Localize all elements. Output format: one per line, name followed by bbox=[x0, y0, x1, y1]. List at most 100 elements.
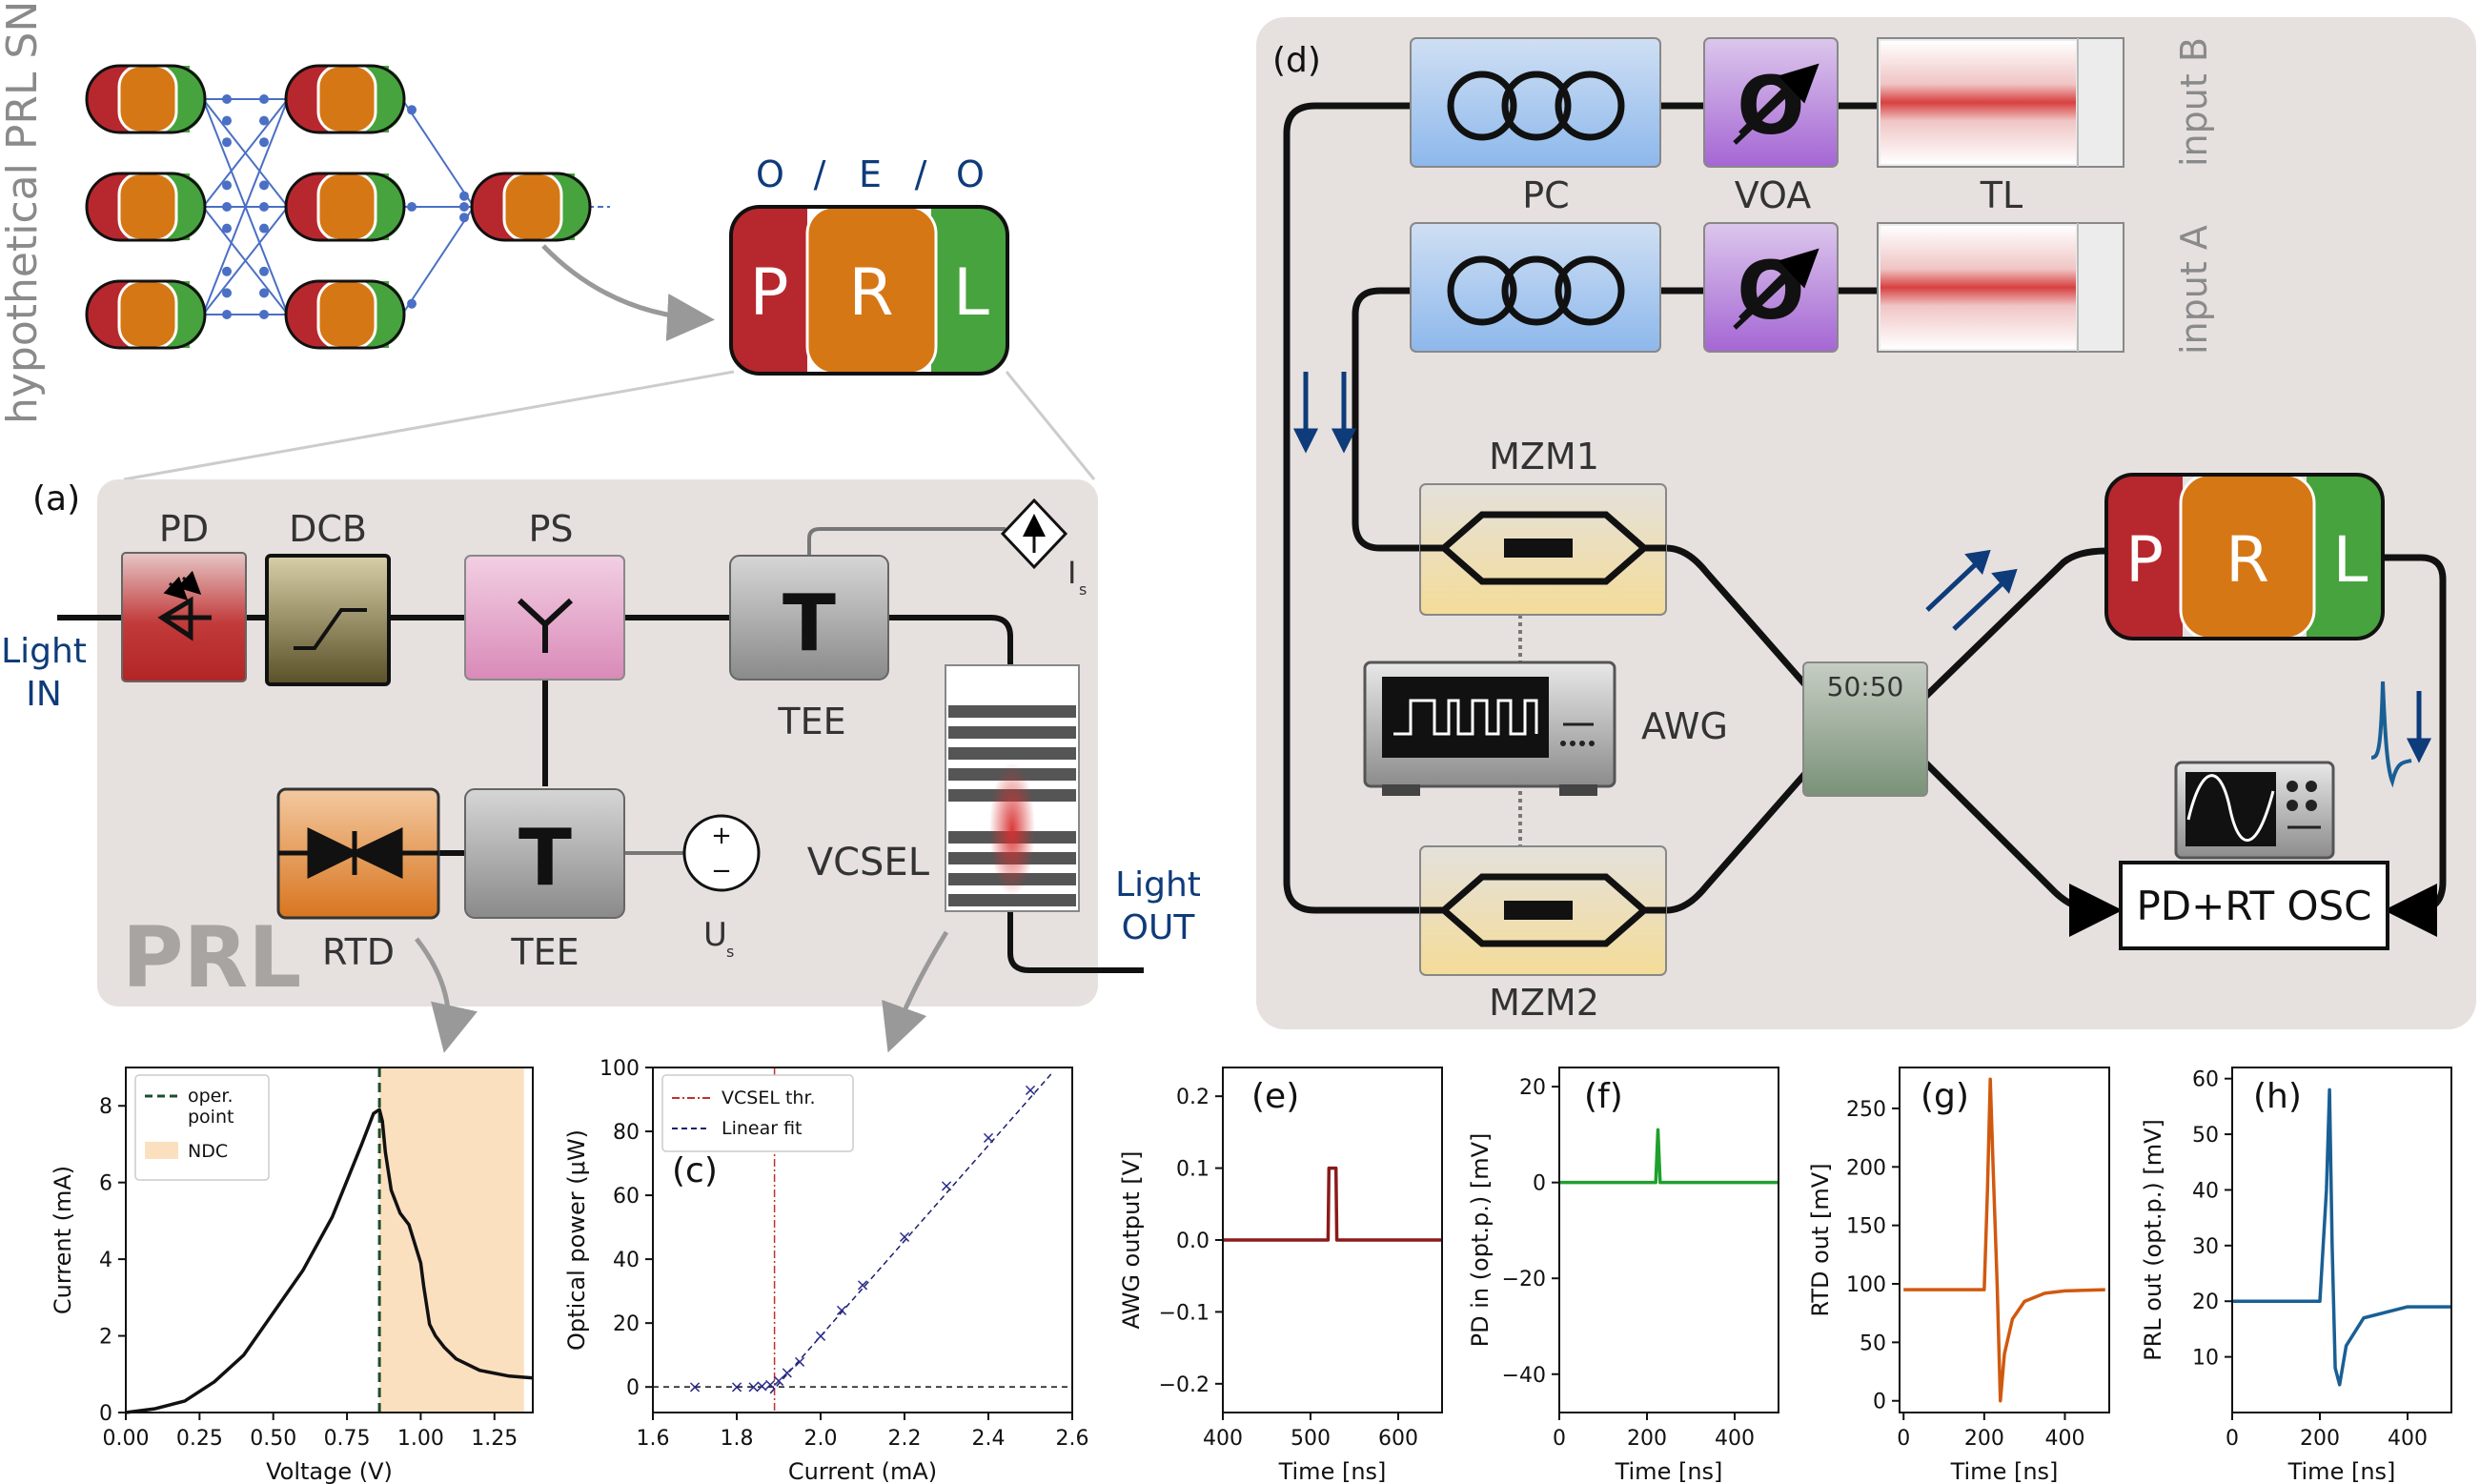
data-point: × bbox=[687, 1377, 701, 1397]
snn-to-prl-arrow bbox=[541, 244, 715, 341]
panel-tag: (f) bbox=[1584, 1077, 1623, 1116]
snn-neuron bbox=[284, 64, 406, 134]
y-tick-label: 4 bbox=[99, 1249, 112, 1272]
x-tick-label: 400 bbox=[1715, 1427, 1755, 1451]
y-tick-label: −40 bbox=[1502, 1364, 1546, 1388]
light-out-line2: OUT bbox=[1122, 908, 1196, 947]
x-tick-label: 400 bbox=[1203, 1427, 1243, 1451]
pc-label: PC bbox=[1522, 174, 1569, 216]
y-tick-label: 20 bbox=[613, 1312, 640, 1336]
y-tick-label: 0 bbox=[1533, 1172, 1546, 1196]
snn-synapse bbox=[259, 94, 269, 104]
oeo-o1: O bbox=[756, 153, 784, 195]
snn-synapse bbox=[459, 202, 469, 212]
y-tick-label: 40 bbox=[613, 1249, 640, 1272]
panel-tag: (h) bbox=[2253, 1077, 2302, 1116]
legend-oper-label-1: oper. bbox=[188, 1086, 233, 1107]
x-axis-label: Current (mA) bbox=[788, 1458, 937, 1484]
y-axis-label: Current (mA) bbox=[50, 1166, 76, 1314]
x-axis-label: Time [ns] bbox=[1278, 1458, 1387, 1484]
legend-fit-label: Linear fit bbox=[722, 1118, 803, 1139]
data-point: × bbox=[746, 1377, 761, 1397]
ps-label: PS bbox=[528, 508, 573, 550]
panel-d-tag: (d) bbox=[1272, 41, 1321, 80]
dcb-label: DCB bbox=[289, 508, 367, 550]
current-source-is bbox=[1000, 498, 1068, 570]
data-point: × bbox=[1023, 1080, 1037, 1100]
x-tick-label: 200 bbox=[1627, 1427, 1667, 1451]
snn-synapse bbox=[222, 223, 232, 234]
us-minus: − bbox=[711, 857, 732, 885]
legend-ndc-swatch bbox=[145, 1142, 178, 1159]
prl-watermark: PRL bbox=[122, 908, 301, 1006]
data-point: × bbox=[755, 1376, 769, 1396]
snn-edge bbox=[202, 98, 289, 315]
prl-d-p: P bbox=[2125, 523, 2164, 597]
rtd-block bbox=[276, 787, 440, 920]
y-axis-label: RTD out [mV] bbox=[1807, 1163, 1834, 1316]
zoom-line-left bbox=[123, 370, 735, 481]
y-tick-label: 0 bbox=[626, 1376, 640, 1400]
osc-label: PD+RT OSC bbox=[2136, 883, 2371, 929]
y-tick-label: 6 bbox=[99, 1172, 112, 1196]
x-tick-label: 400 bbox=[2388, 1427, 2428, 1451]
light-in-line2: IN bbox=[26, 675, 62, 714]
neuron-outline bbox=[85, 64, 207, 134]
tl-block-a bbox=[1877, 222, 2124, 353]
snn-edge bbox=[202, 98, 289, 208]
x-tick-label: 200 bbox=[1964, 1427, 2004, 1451]
panel-d: (d) PC bbox=[1256, 17, 2476, 1029]
y-tick-label: 150 bbox=[1846, 1215, 1886, 1239]
snn-neuron bbox=[85, 64, 207, 134]
data-point: × bbox=[834, 1301, 848, 1321]
data-point: × bbox=[855, 1275, 869, 1295]
light-in-line1: Light bbox=[1, 632, 87, 671]
neuron-orange bbox=[316, 64, 377, 134]
y-tick-label: 2 bbox=[99, 1326, 112, 1350]
x-tick-label: 1.25 bbox=[471, 1427, 518, 1451]
panel-tag: (g) bbox=[1921, 1077, 1969, 1116]
series-line bbox=[2232, 1088, 2451, 1387]
snn-connections bbox=[88, 94, 610, 319]
y-tick-label: 0.2 bbox=[1176, 1086, 1210, 1109]
y-tick-label: 40 bbox=[2192, 1179, 2219, 1203]
neuron-orange bbox=[117, 279, 178, 350]
oeo-slash2: / bbox=[915, 153, 927, 195]
x-tick-label: 1.8 bbox=[721, 1427, 754, 1451]
series-line bbox=[1559, 1128, 1779, 1185]
chart-legend: VCSEL thr.Linear fit bbox=[661, 1074, 854, 1152]
x-tick-label: 1.6 bbox=[637, 1427, 670, 1451]
tee-bottom-block: T bbox=[464, 788, 625, 919]
panel-d-wiring bbox=[1283, 102, 2447, 937]
data-point: × bbox=[792, 1352, 806, 1372]
y-tick-label: 50 bbox=[1860, 1332, 1886, 1355]
y-tick-label: 100 bbox=[600, 1057, 640, 1081]
ps-block bbox=[464, 555, 625, 681]
legend-oper-label-2: point bbox=[188, 1107, 234, 1128]
plot-frame bbox=[652, 1067, 1073, 1413]
big-prl-l: L bbox=[953, 255, 989, 331]
snn-neuron bbox=[284, 172, 406, 242]
pc-block-a bbox=[1410, 222, 1661, 353]
snn-synapse bbox=[407, 202, 417, 212]
panel-tag: (c) bbox=[672, 1151, 718, 1190]
vcsel-mirror-layer bbox=[948, 747, 1076, 760]
tl-block-b bbox=[1877, 37, 2124, 168]
is-wire bbox=[807, 527, 1006, 562]
coupler-block bbox=[1802, 661, 1928, 797]
plot-frame bbox=[1899, 1067, 2110, 1413]
linear-fit-line bbox=[769, 1073, 1052, 1394]
y-tick-label: 100 bbox=[1846, 1273, 1886, 1297]
data-point: × bbox=[939, 1176, 953, 1196]
y-tick-label: 50 bbox=[2192, 1124, 2219, 1148]
y-axis-label: AWG output [V] bbox=[1118, 1151, 1145, 1330]
panel-tag: (e) bbox=[1251, 1077, 1299, 1116]
snn-synapse bbox=[222, 266, 232, 276]
data-point: × bbox=[897, 1228, 911, 1248]
oeo-slash1: / bbox=[814, 153, 826, 195]
snn-neuron bbox=[85, 172, 207, 242]
data-point: × bbox=[813, 1327, 827, 1347]
mzm2-label: MZM2 bbox=[1489, 982, 1599, 1024]
